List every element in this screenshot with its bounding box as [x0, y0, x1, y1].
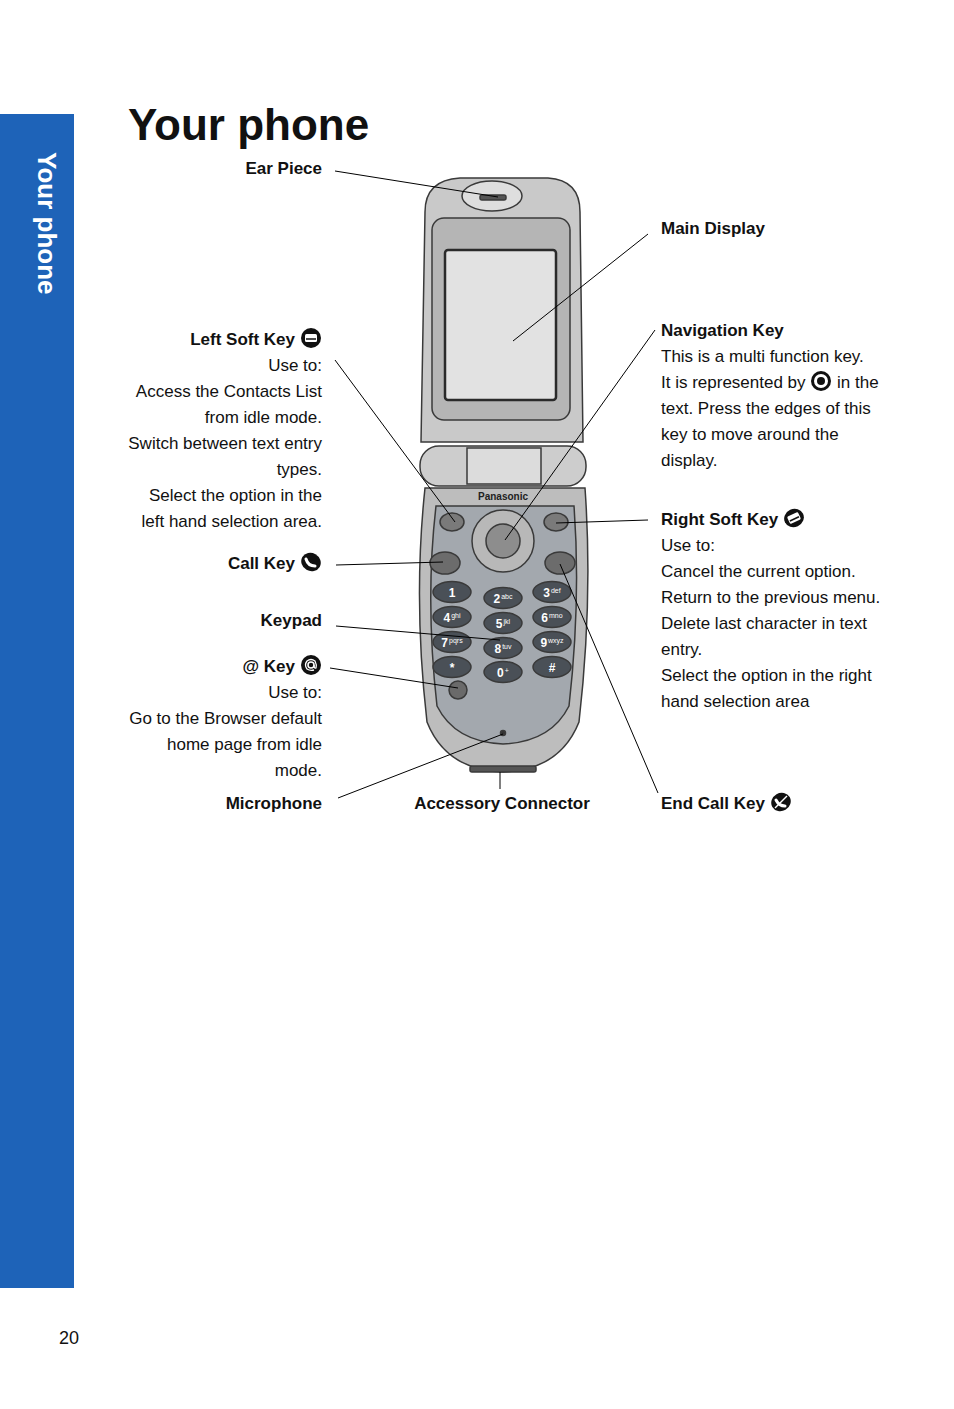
leader-lines — [330, 171, 658, 798]
callout: Navigation Key This is a multi function … — [661, 318, 883, 474]
callout: Keypad — [126, 608, 322, 634]
callout-heading: End Call Key — [661, 791, 883, 817]
key-legend: 6mno — [541, 609, 562, 625]
key-digit: 3 — [543, 586, 550, 600]
end-call-key-icon — [770, 791, 792, 813]
key-digit: # — [549, 661, 556, 675]
part-name: Ear Piece — [126, 156, 322, 182]
key-legend: 4ghi — [443, 609, 460, 625]
key-legend: 9wxyz — [540, 634, 563, 650]
callout: Call Key — [126, 551, 322, 577]
navigation-key-icon — [810, 370, 832, 392]
note: Cancel the current option. — [661, 559, 883, 585]
callout-heading: Right Soft Key — [661, 507, 883, 533]
keypad-key — [484, 638, 522, 659]
note: This is a multi function key. — [661, 344, 883, 370]
note: Go to the Browser default home page from… — [126, 706, 322, 784]
key-legend: 7pqrs — [441, 634, 462, 650]
key-letters: tuv — [502, 643, 511, 650]
key-digit: 7 — [441, 636, 448, 650]
callout: Microphone — [126, 791, 322, 817]
note: Use to: — [126, 353, 322, 379]
note: Use to: — [661, 533, 883, 559]
key-digit: 0 — [497, 666, 504, 680]
part-name: @ Key — [243, 657, 296, 676]
page-title: Your phone — [128, 98, 369, 152]
key-digit: * — [450, 661, 455, 675]
note: Access the Contacts List from idle mode. — [126, 379, 322, 431]
keypad-key — [533, 632, 571, 653]
keypad-key — [484, 613, 522, 634]
part-name: Microphone — [126, 791, 322, 817]
callout: Ear Piece — [126, 156, 322, 182]
callout-heading: @ Key — [126, 654, 322, 680]
key-legend: 1 — [449, 584, 456, 600]
keypad-key — [533, 607, 571, 628]
part-name: Accessory Connector — [400, 791, 604, 817]
key-legend: 0+ — [497, 664, 509, 680]
part-name: Keypad — [126, 608, 322, 634]
key-digit: 4 — [443, 611, 450, 625]
side-tab-band: Your phone — [0, 114, 74, 1288]
callout: Main Display — [661, 216, 883, 242]
key-letters: wxyz — [548, 637, 564, 644]
callout-heading: Call Key — [126, 551, 322, 577]
keypad-key — [484, 662, 522, 683]
soft-key-icon — [300, 327, 322, 349]
key-letters: pqrs — [449, 637, 463, 644]
key-legend: # — [549, 659, 556, 675]
note: Switch between text entry types. — [126, 431, 322, 483]
part-name: Left Soft Key — [190, 330, 295, 349]
callout: @ Key Use to: Go to the Browser default … — [126, 654, 322, 784]
note: Use to: — [126, 680, 322, 706]
key-digit: 8 — [494, 642, 501, 656]
key-digit: 2 — [494, 592, 501, 606]
key-letters: jkl — [504, 618, 511, 625]
part-name: Right Soft Key — [661, 510, 778, 529]
note: Select the option in the right hand sele… — [661, 663, 883, 715]
keypad-key — [433, 657, 471, 678]
key-digit: 1 — [449, 586, 456, 600]
part-name: Main Display — [661, 216, 883, 242]
callout-heading: Left Soft Key — [126, 327, 322, 353]
key-letters: ghi — [451, 612, 460, 619]
key-legend: 5jkl — [496, 615, 510, 631]
part-name: End Call Key — [661, 794, 765, 813]
key-legend: 2abc — [494, 590, 513, 606]
at-key-icon — [300, 654, 322, 676]
call-key-icon — [300, 551, 322, 573]
brand-name: Panasonic — [453, 491, 553, 503]
key-legend: * — [450, 659, 455, 675]
note: Delete last character in text entry. — [661, 611, 883, 663]
callout: Accessory Connector — [400, 791, 604, 817]
keypad-key — [484, 588, 522, 609]
part-name: Navigation Key — [661, 318, 883, 344]
key-letters: + — [505, 667, 509, 674]
key-digit: 5 — [496, 617, 503, 631]
keypad-key — [533, 582, 571, 603]
keypad-key — [433, 582, 471, 603]
key-letters: abc — [501, 593, 512, 600]
part-name: Call Key — [228, 554, 295, 573]
soft-key-icon — [783, 507, 805, 529]
side-tab-text: Your phone — [32, 152, 62, 295]
page-number: 20 — [59, 1326, 79, 1350]
keypad-key — [533, 657, 571, 678]
key-letters: mno — [549, 612, 563, 619]
note: Select the option in the left hand selec… — [126, 483, 322, 535]
key-digit: 9 — [540, 636, 547, 650]
key-digit: 6 — [541, 611, 548, 625]
key-letters: def — [551, 587, 561, 594]
key-legend: 8tuv — [494, 640, 511, 656]
callout: Left Soft Key Use to: Access the Contact… — [126, 327, 322, 535]
note-line: It is represented by in the text. Press … — [661, 370, 883, 474]
keypad-key — [433, 607, 471, 628]
callout: End Call Key — [661, 791, 883, 817]
note: Return to the previous menu. — [661, 585, 883, 611]
key-legend: 3def — [543, 584, 560, 600]
note: It is represented by — [661, 373, 806, 392]
callout: Right Soft Key Use to: Cancel the curren… — [661, 507, 883, 715]
